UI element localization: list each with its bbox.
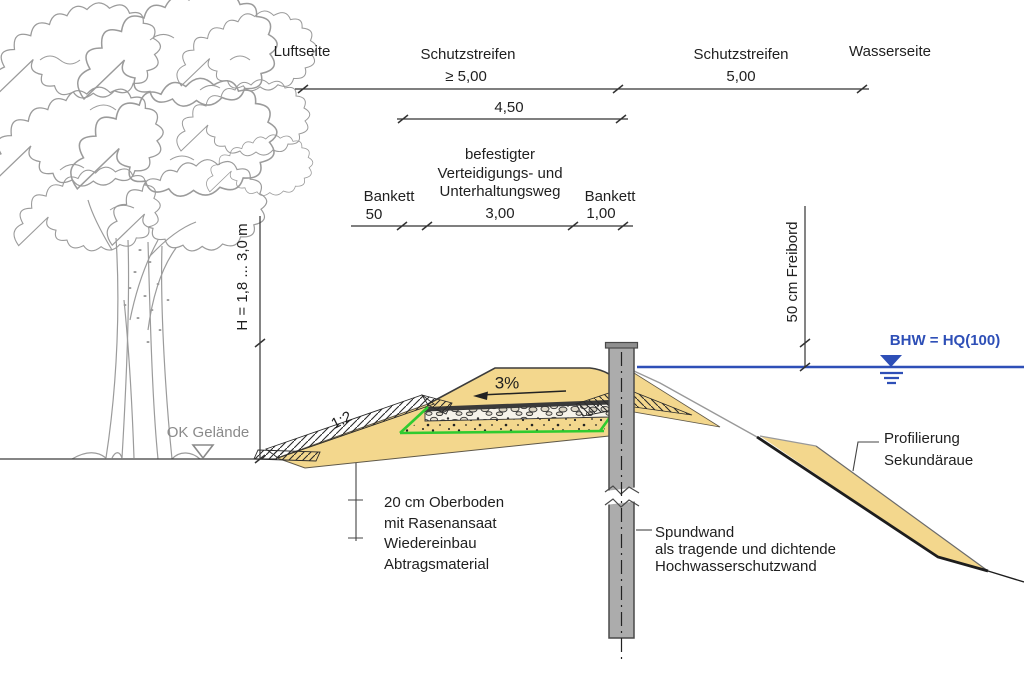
label-profilierung: Profilierung Sekundäraue [884,428,973,472]
road-surface-line [425,400,609,411]
ok-gelaende-marker [191,444,215,460]
label-wiedereinbau-line1: Wiedereinbau [384,535,477,552]
label-weg-line2: Verteidigungs- und [437,164,563,182]
label-wiedereinbau-line2: Abtragsmaterial [384,556,490,573]
dim-geq-5-00: ≥ 5,00 [445,67,487,85]
crest-slope-arrow [473,390,567,400]
label-oberboden-line2: mit Rasenansaat [384,515,497,532]
dim-4-50: 4,50 [494,98,524,116]
dim-50: 50 [365,205,383,223]
label-weg-line1: befestigter [464,146,536,163]
road-gravel-layer [424,400,610,422]
dim-dike-height: H = 1,8 ... 3,0 m [233,223,251,331]
label-luftseite: Luftseite [273,42,331,60]
label-spundwand-line2: als tragende und dichtende [655,541,836,558]
dim-5-00: 5,00 [726,67,756,85]
label-profilierung-line2: Sekundäraue [884,452,974,469]
lower-slope-line [756,435,989,573]
tree-sketch [0,0,318,460]
label-wiedereinbau: Wiedereinbau Abtragsmaterial [384,533,489,575]
label-crest-slope-3pct: 3% [494,373,520,393]
leader-lines [348,441,879,541]
label-schutzstreifen-right: Schutzstreifen [693,45,789,63]
label-spundwand-line1: Spundwand [655,524,735,541]
topsoil-hatch-layer [253,392,610,462]
profilierung-leader [852,441,879,472]
label-oberboden-line1: 20 cm Oberboden [384,494,505,511]
secondary-floodplain-fill [756,435,1024,583]
label-oberboden: 20 cm Oberboden mit Rasenansaat [384,492,504,534]
label-wasserseite: Wasserseite [849,42,931,60]
dim-1-00: 1,00 [586,204,616,222]
label-ok-gelaende: OK Gelände [166,423,250,441]
leaf-specks [123,249,170,343]
label-profilierung-line1: Profilierung [884,430,960,447]
label-bankett-left: Bankett [363,187,415,205]
existing-terrain-line [633,370,758,438]
tree-trunk [71,199,201,460]
material-labels-leader [348,463,363,541]
label-maintenance-road: befestigter Verteidigungs- und Unterhalt… [437,146,562,202]
bhw-water-level-symbol [880,355,903,385]
label-bankett-right: Bankett [584,187,636,205]
label-bhw-hq100: BHW = HQ(100) [889,331,1001,349]
dim-3-00: 3,00 [485,204,515,222]
sheet-pile-wall [604,341,640,660]
label-spundwand-line3: Hochwasserschutzwand [655,558,817,575]
label-weg-line3: Unterhaltungsweg [439,183,561,200]
old-dike-fill-waterside [633,372,721,428]
dim-freeboard: 50 cm Freibord [783,221,801,323]
label-schutzstreifen-left: Schutzstreifen [420,45,516,63]
dimension-lines [254,84,869,464]
label-spundwand: Spundwand als tragende und dichtende Hoc… [655,524,836,575]
